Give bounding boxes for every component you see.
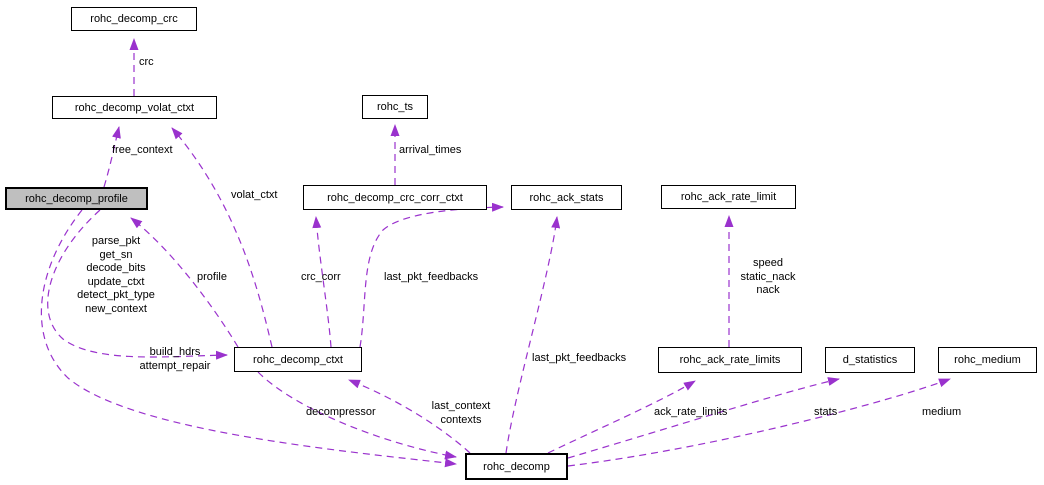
edge-label-medium: medium bbox=[922, 406, 962, 418]
edge-decompressor-line bbox=[257, 371, 457, 460]
edge-label-last-pkt-feedbacks-decomp: last_pkt_feedbacks bbox=[532, 352, 627, 364]
node-rohc-ack-rate-limit[interactable]: rohc_ack_rate_limit bbox=[661, 185, 796, 209]
edge-label-stats: stats bbox=[814, 406, 838, 418]
node-rohc-decomp-crc-corr-ctxt[interactable]: rohc_decomp_crc_corr_ctxt bbox=[303, 185, 487, 210]
node-rohc-ack-rate-limits[interactable]: rohc_ack_rate_limits bbox=[658, 347, 802, 373]
edge-medium-line bbox=[567, 378, 951, 467]
node-rohc-decomp-ctxt[interactable]: rohc_decomp_ctxt bbox=[234, 347, 362, 372]
edge-stats-line bbox=[567, 377, 840, 459]
edge-last-pkt-feedbacks-decomp-line bbox=[505, 216, 561, 454]
edge-label-last-context-contexts: last_context contexts bbox=[431, 400, 491, 426]
edge-parse-pkt-group-line bbox=[47, 209, 228, 360]
edge-volat-ctxt-line bbox=[171, 127, 273, 348]
edge-build-hdrs-group-line bbox=[40, 209, 457, 468]
node-d-statistics[interactable]: d_statistics bbox=[825, 347, 915, 373]
edge-profile-line bbox=[130, 217, 239, 348]
edge-ack-rate-limits-line bbox=[547, 380, 696, 454]
node-rohc-medium[interactable]: rohc_medium bbox=[938, 347, 1037, 373]
edge-label-parse-pkt-group: parse_pkt get_sn decode_bits update_ctxt… bbox=[77, 235, 155, 315]
node-rohc-decomp-crc[interactable]: rohc_decomp_crc bbox=[71, 7, 197, 31]
edge-last-context-contexts-line bbox=[348, 379, 471, 454]
edge-label-build-hdrs-group: build_hdrs attempt_repair bbox=[139, 346, 211, 372]
node-rohc-decomp-profile[interactable]: rohc_decomp_profile bbox=[5, 187, 148, 210]
edge-label-last-pkt-feedbacks-ctxt: last_pkt_feedbacks bbox=[384, 271, 479, 283]
edge-label-speed-nack-group: speed static_nack nack bbox=[740, 257, 796, 296]
edge-label-profile: profile bbox=[197, 271, 227, 283]
node-rohc-ts[interactable]: rohc_ts bbox=[362, 95, 428, 119]
edge-last-pkt-feedbacks-ctxt-line bbox=[359, 202, 504, 348]
node-rohc-decomp-volat-ctxt[interactable]: rohc_decomp_volat_ctxt bbox=[52, 96, 217, 119]
edge-label-volat-ctxt: volat_ctxt bbox=[231, 189, 278, 201]
edge-label-arrival-times: arrival_times bbox=[399, 144, 462, 156]
edge-label-free-context: free_context bbox=[112, 144, 173, 156]
edge-label-decompressor: decompressor bbox=[306, 406, 376, 418]
edge-label-crc-corr: crc_corr bbox=[301, 271, 341, 283]
edge-label-ack-rate-limits: ack_rate_limits bbox=[654, 406, 728, 418]
node-rohc-ack-stats[interactable]: rohc_ack_stats bbox=[511, 185, 622, 210]
edge-label-crc: crc bbox=[139, 56, 154, 68]
edge-free-context-line bbox=[103, 126, 121, 188]
node-rohc-decomp[interactable]: rohc_decomp bbox=[465, 453, 568, 480]
edge-crc-corr-line bbox=[312, 216, 332, 348]
